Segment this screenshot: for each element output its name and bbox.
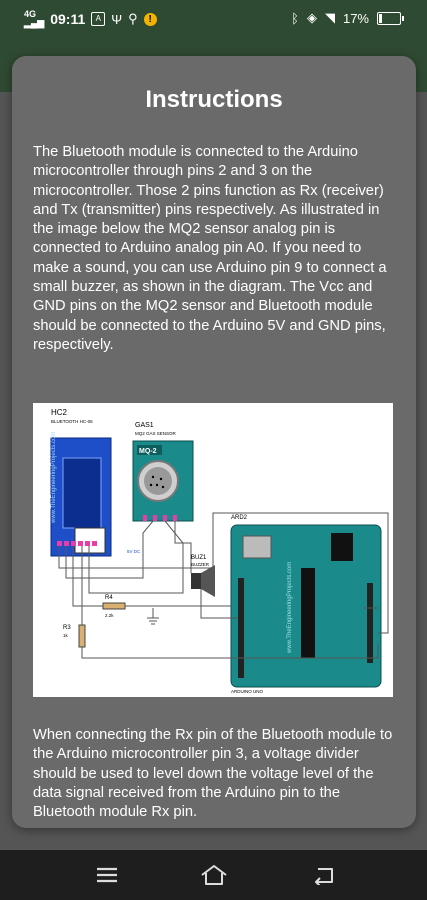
bluetooth-module: www.TheEngineeringProjects.com bbox=[50, 432, 112, 557]
status-bar: 4G▂▄▆ 09:11 A Ψ ⚲ ! ᛒ ◈ ◥ 17% bbox=[0, 0, 427, 36]
instructions-paragraph-2: When connecting the Rx pin of the Blueto… bbox=[33, 727, 393, 821]
ard2-label: ARD2 bbox=[231, 515, 248, 521]
resistor-r4 bbox=[102, 602, 126, 610]
alert-icon: ! bbox=[143, 12, 157, 26]
instructions-dialog: Instructions The Bluetooth module is con… bbox=[12, 56, 416, 828]
notification-icon: A bbox=[91, 12, 106, 26]
status-right: ᛒ ◈ ◥ 17% bbox=[291, 10, 404, 26]
battery-level-fill bbox=[379, 13, 382, 23]
resistor-r3 bbox=[78, 624, 86, 648]
back-icon bbox=[315, 868, 333, 885]
dialog-title: Instructions bbox=[145, 86, 283, 113]
svg-text:www.TheEngineeringProjects.com: www.TheEngineeringProjects.com bbox=[287, 562, 293, 654]
buzzer bbox=[191, 565, 215, 597]
usb-debug-icon: ⚲ bbox=[128, 11, 138, 26]
mq2-text: MQ-2 bbox=[139, 448, 157, 455]
instructions-paragraph-1: The Bluetooth module is connected to the… bbox=[33, 144, 387, 353]
home-icon bbox=[201, 865, 227, 885]
status-left: 4G▂▄▆ 09:11 A Ψ ⚲ ! bbox=[24, 10, 157, 28]
navigation-bar bbox=[0, 850, 427, 900]
circuit-wires bbox=[58, 512, 389, 659]
hc2-label: HC2 bbox=[51, 408, 68, 417]
home-button[interactable] bbox=[194, 860, 234, 890]
buz1-sublabel: BUZZER bbox=[191, 562, 210, 567]
svg-text:www.TheEngineeringProjects.com: www.TheEngineeringProjects.com bbox=[51, 432, 57, 524]
buz1-label: BUZ1 bbox=[191, 555, 207, 561]
location-icon: ◈ bbox=[306, 10, 317, 25]
menu-icon bbox=[97, 867, 117, 883]
r4-value: 2.2k bbox=[105, 613, 114, 618]
back-button[interactable] bbox=[304, 860, 344, 890]
hc2-sublabel: BLUETOOTH HC-06 bbox=[51, 419, 93, 424]
circuit-diagram-image: www.TheEngineeringProjects.com HC2 BLUET… bbox=[33, 403, 393, 697]
r3-label: R3 bbox=[63, 625, 71, 631]
r3-value: 1k bbox=[63, 633, 69, 638]
wifi-icon: ◥ bbox=[324, 10, 335, 25]
usb-icon: Ψ bbox=[111, 11, 123, 27]
battery-percent: 17% bbox=[342, 10, 369, 26]
menu-button[interactable] bbox=[87, 860, 127, 890]
battery-icon bbox=[377, 11, 404, 25]
bluetooth-icon: ᛒ bbox=[291, 10, 299, 26]
circuit-diagram-svg: www.TheEngineeringProjects.com HC2 BLUET… bbox=[50, 408, 389, 694]
signal-4g-icon: 4G▂▄▆ bbox=[24, 9, 45, 28]
vcc-label: 5V DC bbox=[127, 549, 141, 554]
mq2-sensor-module: MQ-2 bbox=[132, 440, 194, 522]
gas1-label: GAS1 bbox=[135, 422, 154, 429]
gas1-sublabel: MQ2 GAS SENSOR bbox=[135, 431, 177, 436]
r4-label: R4 bbox=[105, 595, 113, 601]
status-time: 09:11 bbox=[50, 11, 86, 27]
arduino-uno-board: www.TheEngineeringProjects.com bbox=[230, 524, 382, 688]
ard2-sublabel: ARDUINO UNO bbox=[231, 689, 264, 694]
